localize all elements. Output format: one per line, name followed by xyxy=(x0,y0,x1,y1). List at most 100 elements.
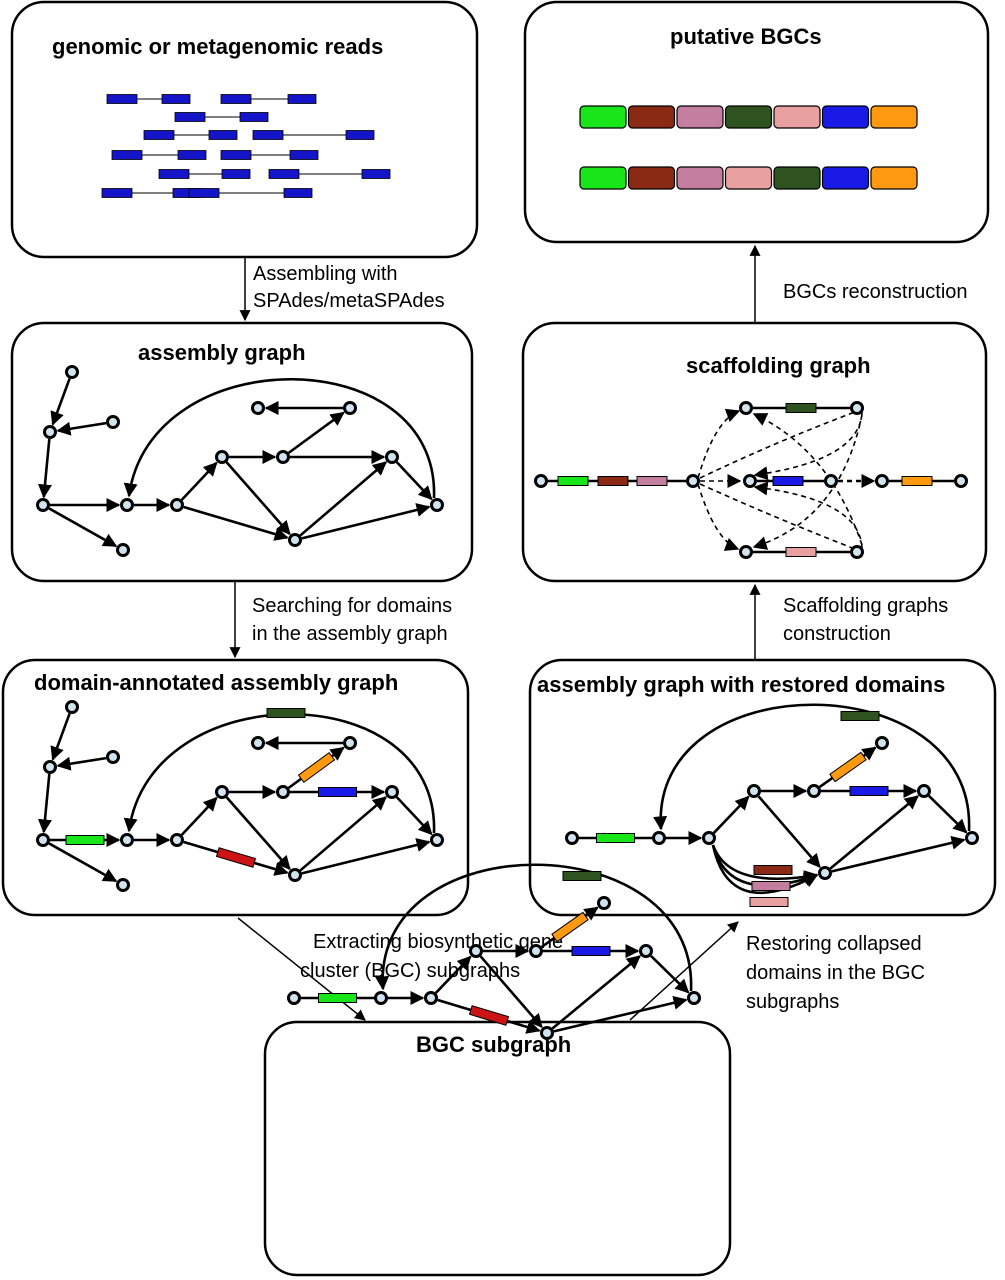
graph-node xyxy=(565,831,579,845)
graph-edge xyxy=(225,796,291,871)
step-label-reconstruction: BGCs reconstruction xyxy=(783,281,968,303)
graph-edge xyxy=(50,713,71,761)
graph-node xyxy=(739,401,753,415)
read-block xyxy=(101,188,133,198)
graph-edge xyxy=(180,796,218,836)
graph-curved-edge xyxy=(653,703,971,832)
bgc-domain-mauve xyxy=(676,105,724,129)
graph-curved-edge xyxy=(699,411,856,479)
graph-node xyxy=(875,736,889,750)
bgc-domain-brown xyxy=(627,166,676,190)
domain-mauve xyxy=(636,476,668,486)
domain-dark-green xyxy=(266,708,306,718)
bgc-domain-orange xyxy=(870,105,918,129)
graph-node xyxy=(120,498,134,512)
graph-node xyxy=(36,833,50,847)
scaffolding-graph-title: scaffolding graph xyxy=(686,353,871,378)
graph-node xyxy=(687,991,701,1005)
graph-curved-edge xyxy=(697,408,741,479)
graph-edge xyxy=(48,507,118,548)
domain-blue xyxy=(318,787,357,797)
graph-edge xyxy=(287,411,345,454)
graph-node xyxy=(430,833,444,847)
graph-node xyxy=(343,736,357,750)
graph-node xyxy=(288,868,302,882)
graph-node xyxy=(251,736,265,750)
domain-annotated-graph xyxy=(36,700,444,892)
graph-node xyxy=(374,991,388,1005)
graph-edge xyxy=(225,461,291,536)
graph-node xyxy=(686,474,700,488)
read-block xyxy=(158,169,190,179)
domain-annotated-title: domain-annotated assembly graph xyxy=(34,670,398,695)
restored-domains-panel xyxy=(528,658,997,917)
graph-node xyxy=(917,784,931,798)
graph-node xyxy=(276,785,290,799)
domain-blue xyxy=(849,786,889,796)
read-block xyxy=(221,169,251,179)
read-block xyxy=(268,169,300,179)
graph-node xyxy=(818,866,832,880)
graph-node xyxy=(215,785,229,799)
reads-panel-title: genomic or metagenomic reads xyxy=(52,34,383,59)
read-block xyxy=(283,188,313,198)
graph-curved-edge xyxy=(375,863,693,992)
graph-node xyxy=(65,700,79,714)
domain-blue xyxy=(571,946,611,956)
domain-dark-green xyxy=(840,711,880,721)
bgc-domain-pink xyxy=(724,166,773,190)
read-block xyxy=(174,112,206,122)
graph-node xyxy=(106,750,120,764)
graph-node xyxy=(120,833,134,847)
graph-edge xyxy=(56,421,107,436)
graph-curved-edge xyxy=(699,483,856,550)
assembly-graph xyxy=(36,365,444,557)
bgc-domain-mauve xyxy=(676,166,724,190)
read-block xyxy=(111,150,143,160)
domain-blue xyxy=(772,476,804,486)
bgc-subgraph-panel xyxy=(263,1020,732,1277)
graph-node xyxy=(288,533,302,547)
bgc-domain-green xyxy=(579,105,627,129)
domain-mauve xyxy=(751,881,791,891)
domain-green xyxy=(318,993,357,1003)
step-label-extracting: Extracting biosynthetic gene cluster (BG… xyxy=(300,931,569,982)
domain-green xyxy=(596,833,635,843)
domain-orange xyxy=(829,751,867,783)
putative-bgcs-title: putative BGCs xyxy=(670,24,822,49)
graph-edge xyxy=(48,842,118,883)
graph-curved-edge xyxy=(711,844,819,885)
graph-node xyxy=(807,784,821,798)
domain-annotated-panel xyxy=(1,658,470,917)
graph-node xyxy=(43,760,57,774)
graph-node xyxy=(534,474,548,488)
graph-node xyxy=(469,944,483,958)
graph-node xyxy=(850,545,864,559)
reads-illustration xyxy=(101,94,391,198)
graph-edge xyxy=(183,505,289,541)
graph-edge xyxy=(712,795,750,834)
graph-curved-edge xyxy=(752,413,863,546)
graph-node xyxy=(597,896,611,910)
step-label-searching: Searching for domains in the assembly gr… xyxy=(252,595,458,645)
domain-orange xyxy=(901,476,933,486)
graph-edge xyxy=(650,954,690,994)
graph-node xyxy=(747,784,761,798)
read-block xyxy=(220,94,252,104)
graph-edge xyxy=(301,503,431,540)
read-block xyxy=(188,188,220,198)
graph-node xyxy=(954,474,968,488)
graph-node xyxy=(385,450,399,464)
graph-edge xyxy=(37,438,52,499)
graph-node xyxy=(215,450,229,464)
domain-green xyxy=(65,835,105,845)
graph-node xyxy=(529,944,543,958)
graph-node xyxy=(850,401,864,415)
domain-pink xyxy=(785,547,817,557)
graph-node xyxy=(251,401,265,415)
graph-edge xyxy=(831,835,966,873)
arrow-subgraph-to-restored xyxy=(629,921,739,1021)
restored-domains-title: assembly graph with restored domains xyxy=(537,672,945,697)
graph-curved-edge xyxy=(752,414,863,550)
graph-edge xyxy=(301,838,431,875)
